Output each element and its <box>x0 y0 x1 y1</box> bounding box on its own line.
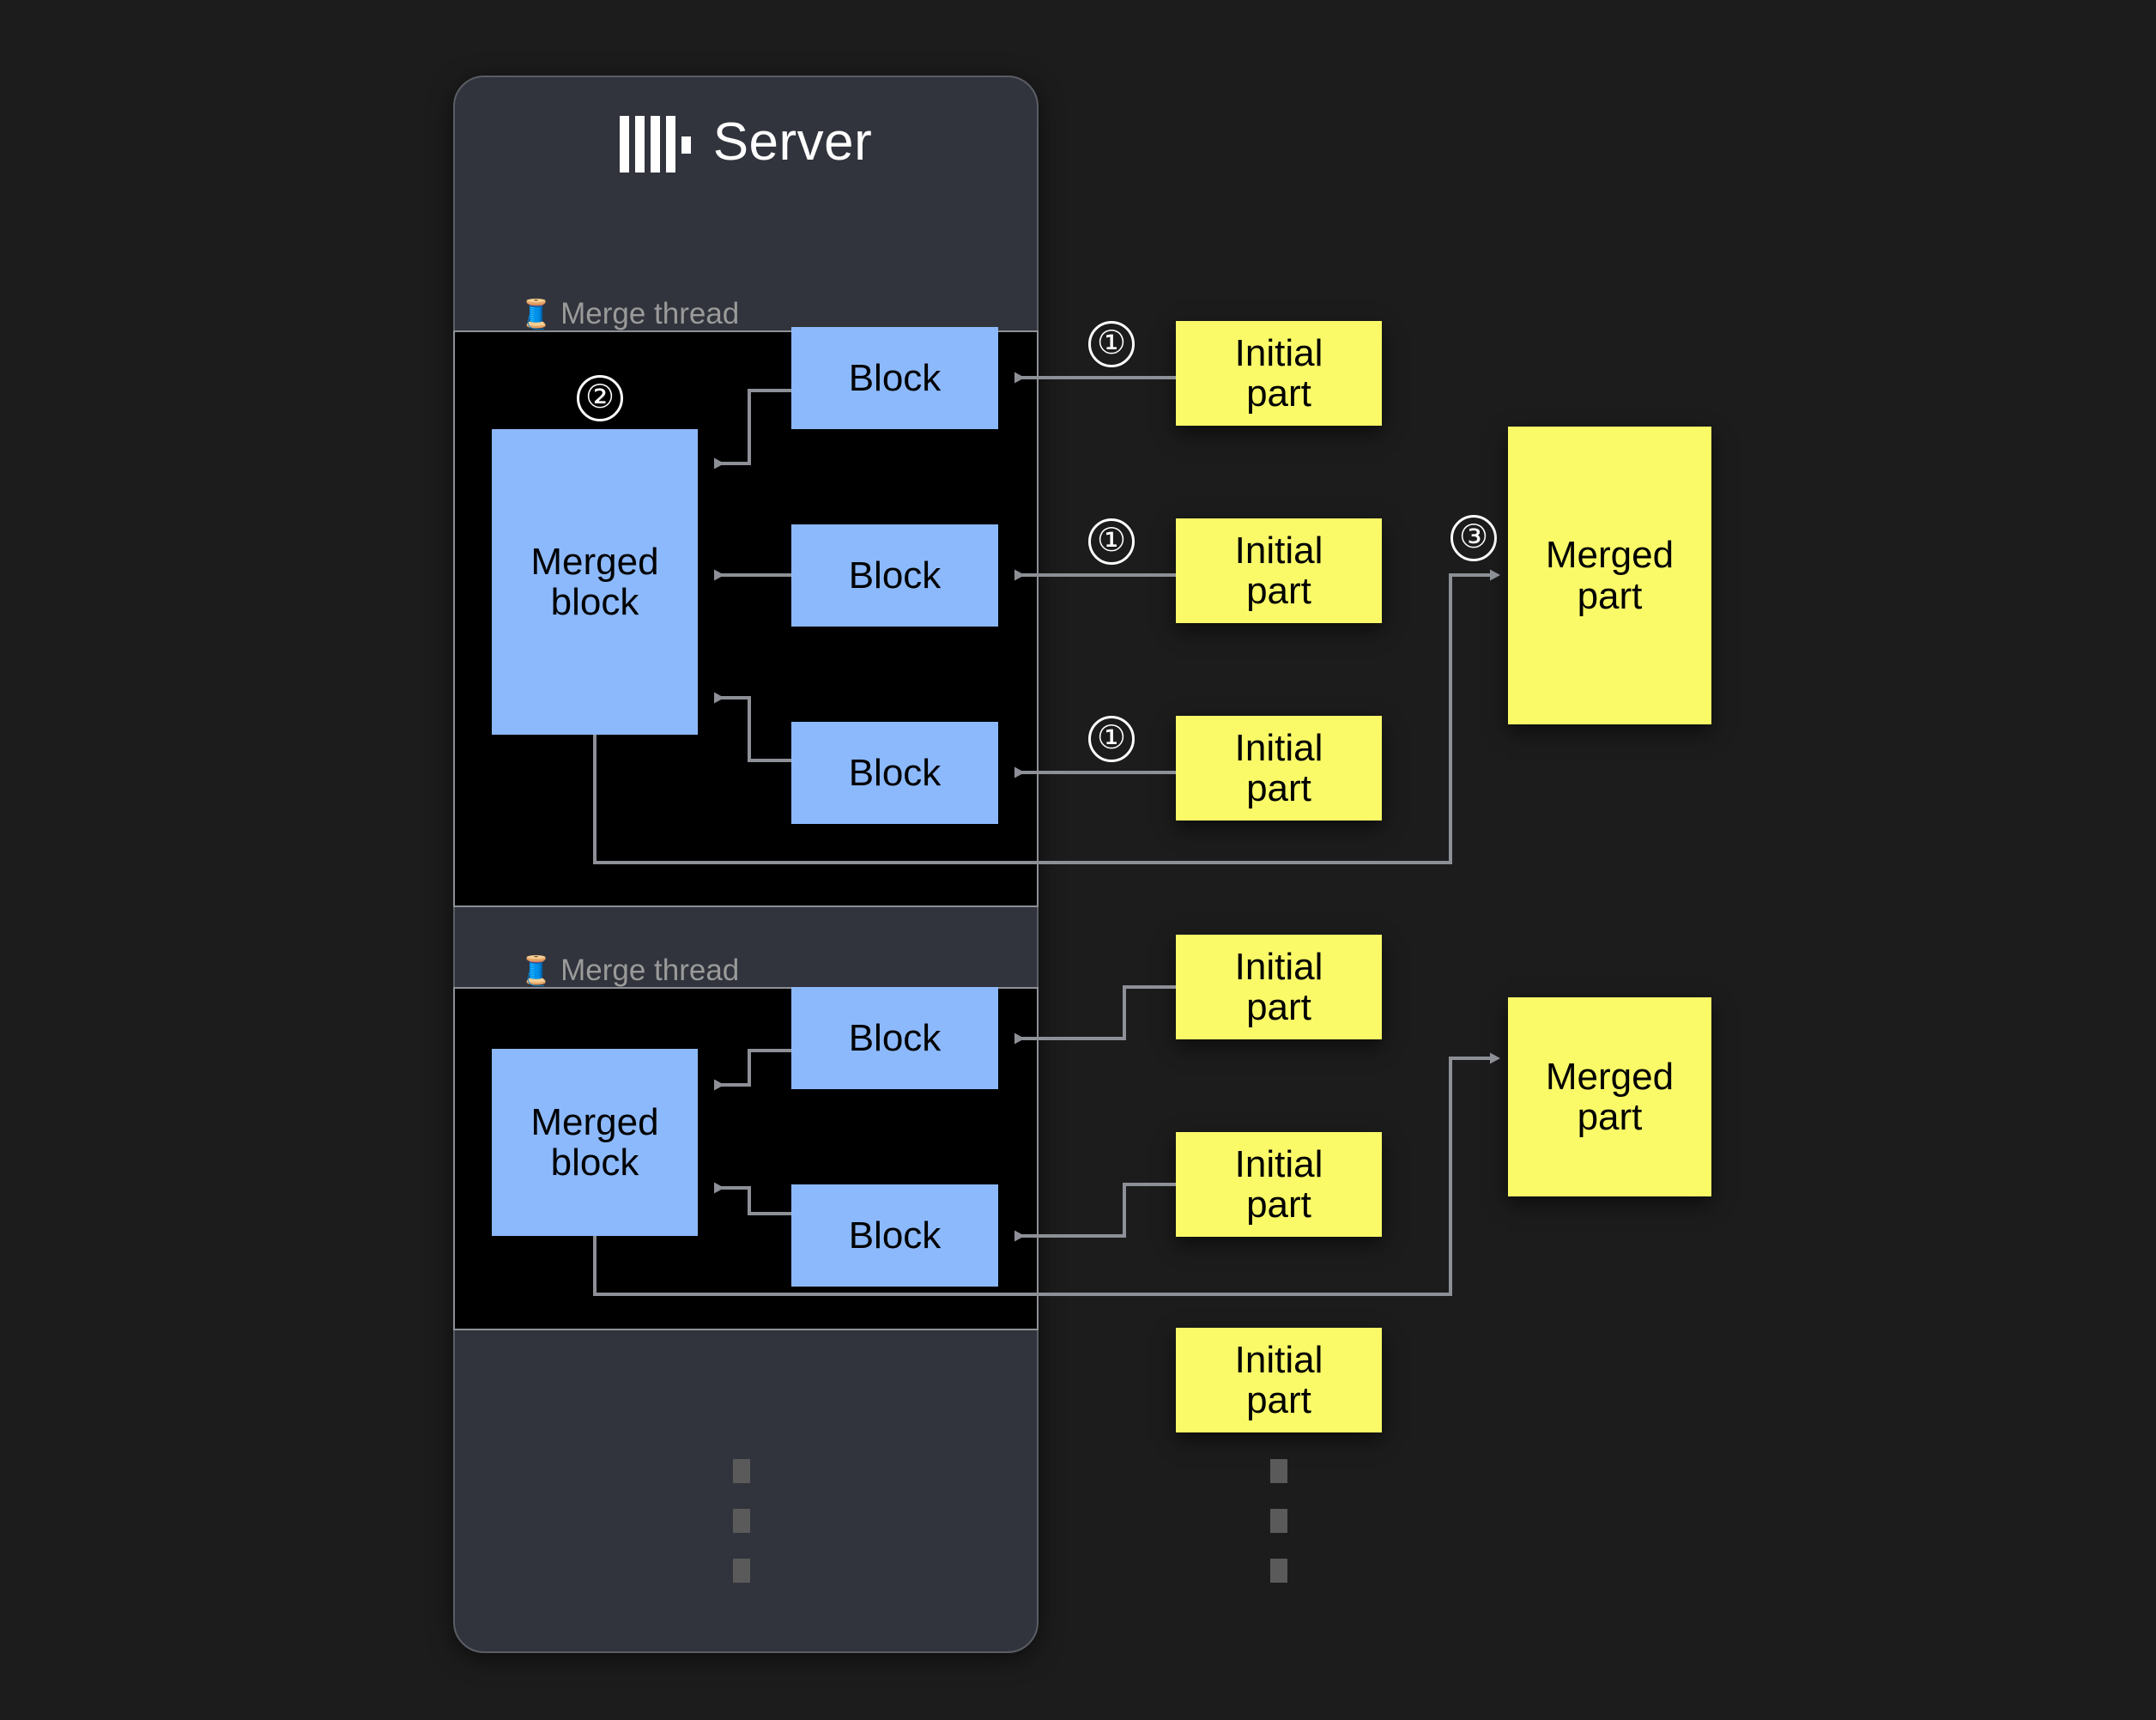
step-marker-1-c: ① <box>1088 716 1135 762</box>
step-marker-2: ② <box>577 375 623 421</box>
merged-part-1: Merged part <box>1508 427 1711 724</box>
merge-thread-2-legend-label: Merge thread <box>560 954 740 987</box>
initial-part-1-1: Initial part <box>1176 321 1382 426</box>
merge-thread-1-legend-label: Merge thread <box>560 297 740 330</box>
block-2-1: Block <box>791 987 998 1089</box>
block-2-2: Block <box>791 1184 998 1287</box>
thread-spool-icon: 🧵 <box>518 298 554 330</box>
initial-part-2-2: Initial part <box>1176 1132 1382 1237</box>
initial-part-1-2: Initial part <box>1176 518 1382 623</box>
block-1-3: Block <box>791 722 998 824</box>
edge-part-to-block-2-1 <box>1014 985 1176 1045</box>
edge-part-to-block-2-2 <box>1014 1183 1176 1242</box>
block-1-2: Block <box>791 524 998 627</box>
step-marker-1-b: ① <box>1088 518 1135 565</box>
merged-block-1: Merged block <box>492 429 698 735</box>
server-ellipsis <box>733 1459 750 1583</box>
thread-spool-icon: 🧵 <box>518 954 554 986</box>
block-1-1: Block <box>791 327 998 429</box>
initial-part-1-3: Initial part <box>1176 716 1382 821</box>
merged-block-2: Merged block <box>492 1049 698 1236</box>
step-marker-1-a: ① <box>1088 321 1135 367</box>
step-marker-3: ③ <box>1450 515 1497 561</box>
server-title-label: Server <box>712 112 873 172</box>
server-title: Server <box>453 112 1039 173</box>
clickhouse-logo-icon <box>619 112 691 173</box>
merge-thread-2-legend: 🧵 Merge thread <box>513 955 748 985</box>
parts-ellipsis <box>1270 1459 1287 1583</box>
merged-part-2: Merged part <box>1508 997 1711 1196</box>
initial-part-2-3: Initial part <box>1176 1328 1382 1432</box>
merge-thread-1-legend: 🧵 Merge thread <box>513 299 748 329</box>
initial-part-2-1: Initial part <box>1176 935 1382 1039</box>
